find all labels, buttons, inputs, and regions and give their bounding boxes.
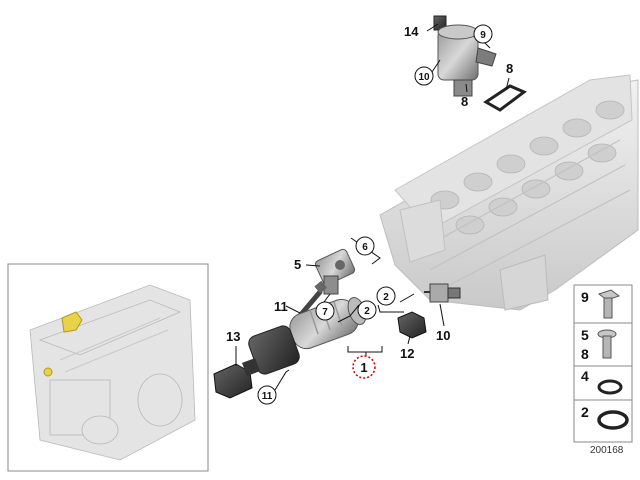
legend-label-8: 8	[581, 346, 589, 362]
legend-label-9: 9	[581, 289, 589, 305]
legend-label-2: 2	[581, 404, 589, 420]
callout-10: 10	[436, 328, 450, 343]
svg-text:2: 2	[364, 306, 370, 317]
callout-2-right: 2	[376, 286, 396, 306]
diagram-reference-number: 200168	[590, 445, 624, 456]
legend-label-4: 4	[581, 368, 589, 384]
o-ring-small-icon	[597, 379, 623, 395]
callout-14: 14	[404, 24, 419, 39]
callout-12: 12	[400, 346, 414, 361]
callout-2-left: 2	[357, 300, 377, 320]
svg-text:7: 7	[322, 307, 328, 318]
callout-1-highlighted: 1	[352, 355, 376, 379]
cylinder-head-illustration	[379, 74, 639, 311]
fasteners-legend: 9 5 8 4 2	[573, 284, 633, 443]
callout-7: 8	[506, 61, 513, 76]
svg-text:2: 2	[383, 292, 389, 303]
gasket-7	[483, 84, 527, 112]
callout-5: 7	[315, 301, 335, 321]
callout-9: 11	[257, 385, 277, 405]
callout-13: 13	[226, 329, 240, 344]
callout-4: 6	[355, 236, 375, 256]
o-ring-large-icon	[597, 410, 629, 430]
svg-text:11: 11	[262, 391, 273, 402]
flange-bolt-icon	[597, 329, 617, 359]
svg-text:1: 1	[360, 360, 367, 375]
callout-8-upper: 9	[473, 24, 493, 44]
hex-bolt-icon	[597, 289, 621, 319]
connector-13	[213, 358, 260, 399]
svg-text:10: 10	[418, 72, 430, 83]
callout-6: 8	[461, 94, 468, 109]
engine-location-inset	[7, 263, 209, 472]
svg-text:9: 9	[480, 30, 486, 41]
solenoid-valve-6	[433, 15, 497, 97]
callout-8-lower: 10	[414, 66, 434, 86]
svg-text:6: 6	[362, 242, 368, 253]
sensor-10	[424, 283, 461, 303]
callout-3: 5	[294, 257, 301, 272]
callout-11: 11	[274, 299, 288, 314]
plug-12	[397, 311, 427, 339]
legend-label-5: 5	[581, 327, 589, 343]
leader-lines	[235, 23, 510, 391]
